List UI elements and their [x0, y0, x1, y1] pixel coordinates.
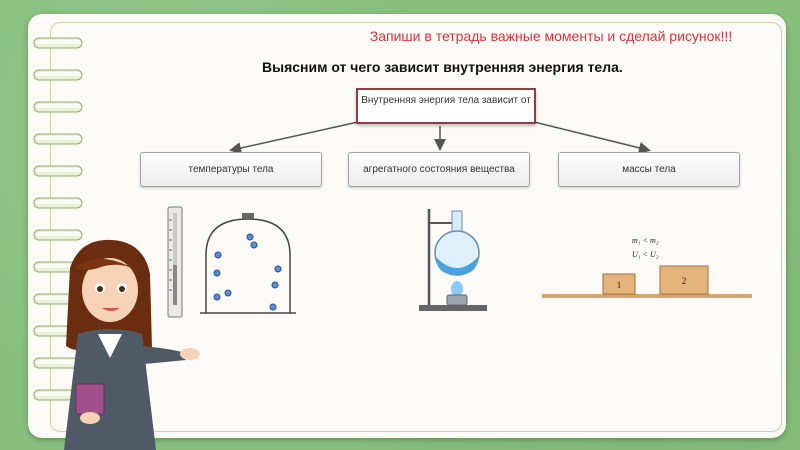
burner-icon	[446, 281, 468, 306]
block-2-label: 2	[682, 276, 687, 286]
flask-stand-illustration	[419, 209, 487, 311]
energy-inequality: U₁ < U₂	[632, 250, 659, 259]
thermometer-icon	[167, 206, 183, 318]
mass-blocks-illustration: 1 2	[542, 265, 752, 298]
notebook-instruction: Запиши в тетрадь важные моменты и сделай…	[369, 28, 733, 44]
flask-icon	[434, 210, 480, 276]
arrow-to-mass	[533, 121, 651, 154]
ring-group	[33, 37, 83, 401]
factor-aggregate-state: агрегатного состояния вещества	[348, 152, 530, 187]
block-1-label: 1	[617, 280, 622, 290]
face	[74, 258, 140, 322]
notebook-rings	[33, 37, 83, 401]
factor-mass: массы тела	[558, 152, 740, 187]
bell-jar-icon	[200, 213, 296, 314]
notebook-page	[28, 14, 786, 438]
teacher-character	[64, 239, 200, 450]
block-1	[602, 273, 636, 295]
book-icon	[75, 383, 105, 424]
center-concept-box: Внутренняя энергия тела зависит от	[356, 88, 536, 124]
mass-inequality: m₁ < m₂	[632, 236, 659, 245]
table-surface	[542, 294, 752, 298]
page-heading: Выясним от чего зависит внутренняя энерг…	[262, 59, 623, 75]
block-2	[659, 265, 709, 295]
page-frame	[50, 22, 782, 432]
thermometer-and-jar-illustration	[167, 206, 296, 318]
arrow-to-temperature	[229, 121, 359, 154]
factor-temperature: температуры тела	[140, 152, 322, 187]
